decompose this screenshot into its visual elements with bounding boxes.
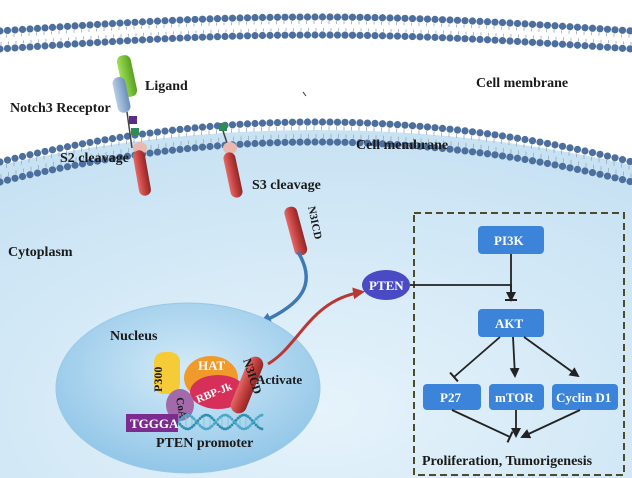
pten-shape	[362, 270, 410, 300]
translocation-arrow	[259, 251, 308, 324]
free-n3icd-shape	[284, 206, 308, 256]
hat-label: HAT	[198, 358, 226, 373]
coa-shape	[166, 389, 194, 421]
cell-membrane-top-label: Cell membrane	[476, 76, 568, 91]
cytoplasm-label: Cytoplasm	[8, 245, 73, 260]
akt-inhibits-p27	[449, 336, 501, 383]
coa-label: CoA	[173, 396, 189, 419]
p300-shape	[154, 352, 180, 394]
complex-n3icd-shape	[230, 356, 264, 414]
outcome-label: Proliferation, Tumorigenesis	[422, 454, 593, 469]
rbp-jk-shape	[190, 375, 246, 409]
pathway-box	[413, 212, 625, 476]
s3-site	[223, 142, 237, 154]
cyclin-d1-label: Cyclin D1	[556, 390, 611, 405]
s3-cleavage-label: S3 cleavage	[252, 178, 321, 193]
akt-node	[478, 309, 544, 337]
curved-membrane	[0, 118, 632, 186]
ligand-label: Ligand	[145, 79, 188, 94]
akt-label: AKT	[495, 316, 524, 331]
receptor-stalk	[126, 111, 133, 149]
p27-label: P27	[440, 390, 461, 405]
tggga-label: TGGGA	[130, 416, 179, 431]
activate-label: Activate	[256, 372, 302, 387]
s2-cleavage-label: S2 cleavage	[60, 151, 129, 166]
activate-arrow	[267, 287, 365, 366]
p300-label: P300	[151, 367, 165, 392]
cyclin-d1-node	[552, 384, 618, 410]
complex-n3icd	[230, 356, 264, 414]
top-membrane	[0, 13, 632, 53]
p27-node	[423, 384, 481, 410]
pten-promoter-label: PTEN promoter	[156, 436, 253, 451]
p27-inhibits-outcome	[451, 409, 514, 443]
pi3k-node	[478, 226, 544, 254]
ligand-shape	[116, 55, 138, 97]
cell-membrane-mid-label: Cell membrane	[356, 138, 448, 153]
akt-to-cyclin-d1	[523, 336, 580, 378]
mtor-label: mTOR	[495, 390, 534, 405]
free-n3icd	[284, 206, 308, 256]
tggga-box	[126, 414, 178, 432]
mtor-node	[489, 384, 544, 410]
receptor-domain-green	[131, 128, 139, 135]
receptor-tm-fragment	[133, 150, 151, 196]
s3-domain-green	[219, 123, 227, 131]
cyclin-d1-to-outcome	[520, 409, 581, 439]
nucleus-label: Nucleus	[110, 329, 158, 344]
stray-mark	[302, 91, 307, 97]
akt-to-mtor	[509, 336, 520, 378]
dna-helix	[176, 413, 264, 431]
pi3k-label: PI3K	[494, 233, 525, 248]
notch3-receptor-label: Notch3 Receptor	[10, 101, 111, 116]
s3-stalk	[222, 130, 228, 144]
receptor-domain-purple	[129, 116, 137, 124]
notch3-receptor-shape	[112, 77, 131, 113]
s3-tm-fragment	[223, 152, 243, 198]
pten-label: PTEN	[369, 278, 404, 293]
